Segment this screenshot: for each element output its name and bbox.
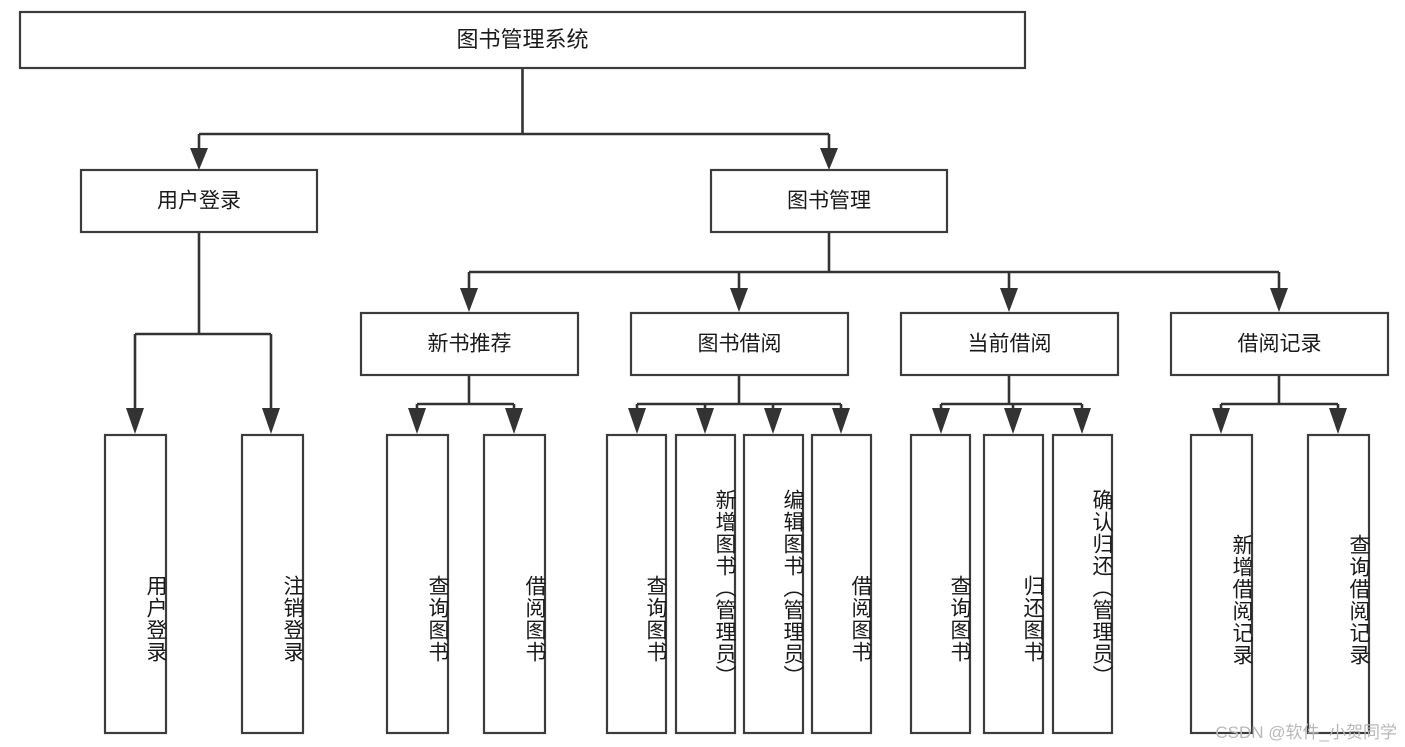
node-book-borrow-label: 图书借阅 <box>698 333 782 356</box>
node-current-borrow-box[interactable] <box>899 311 1120 377</box>
node-leaf-user-login-box[interactable] <box>103 433 168 735</box>
node-book-manage-label: 图书管理 <box>787 190 871 213</box>
node-book-manage[interactable]: 图书管理 <box>709 168 949 234</box>
arrow-head-leaf-user-login <box>126 408 144 434</box>
node-leaf-return-book-box[interactable] <box>982 433 1045 735</box>
node-leaf-add-book-box[interactable] <box>674 433 737 735</box>
node-leaf-query-record-box[interactable] <box>1306 433 1371 735</box>
arrow-head-leaf-query-book-1 <box>408 408 426 434</box>
connector-group <box>126 68 1347 434</box>
node-borrow-record[interactable]: 借阅记录 <box>1169 311 1390 377</box>
node-borrow-record-label: 借阅记录 <box>1238 333 1322 356</box>
node-user-login-box[interactable] <box>79 168 319 234</box>
node-leaf-query-book-2-box[interactable] <box>605 433 668 735</box>
node-current-borrow-label: 当前借阅 <box>968 333 1052 356</box>
node-leaf-confirm-return-box[interactable] <box>1051 433 1114 735</box>
node-book-borrow-box[interactable] <box>629 311 850 377</box>
node-title-label: 图书管理系统 <box>456 27 588 52</box>
node-book-borrow[interactable]: 图书借阅 <box>629 311 850 377</box>
leaf-box-group <box>103 433 1371 735</box>
node-borrow-record-box[interactable] <box>1169 311 1390 377</box>
arrow-head-book-borrow <box>730 288 748 312</box>
arrow-head-leaf-add-book <box>696 408 714 434</box>
arrow-head-leaf-logout <box>262 408 280 434</box>
node-user-login-label: 用户登录 <box>157 190 241 213</box>
node-leaf-borrow-book-1-box[interactable] <box>482 433 547 735</box>
node-book-manage-box[interactable] <box>709 168 949 234</box>
arrow-head-new-book-recommend <box>460 288 478 312</box>
node-leaf-add-record-box[interactable] <box>1189 433 1254 735</box>
arrow-head-leaf-return-book <box>1004 408 1022 434</box>
node-new-book-recommend-box[interactable] <box>359 311 580 377</box>
node-user-login[interactable]: 用户登录 <box>79 168 319 234</box>
node-leaf-query-book-3-box[interactable] <box>909 433 972 735</box>
node-current-borrow[interactable]: 当前借阅 <box>899 311 1120 377</box>
node-new-book-recommend[interactable]: 新书推荐 <box>359 311 580 377</box>
node-title-box[interactable] <box>18 10 1027 70</box>
arrow-head-leaf-edit-book <box>764 408 782 434</box>
node-leaf-borrow-book-2-box[interactable] <box>810 433 873 735</box>
node-leaf-edit-book-box[interactable] <box>742 433 805 735</box>
arrow-head-userlogin <box>190 148 208 170</box>
arrow-head-borrow-record <box>1270 288 1288 312</box>
arrow-head-leaf-borrow-book-1 <box>505 408 523 434</box>
arrow-head-leaf-query-book-3 <box>932 408 950 434</box>
node-title[interactable]: 图书管理系统 <box>18 10 1027 70</box>
arrow-head-leaf-query-book-2 <box>628 408 646 434</box>
arrow-head-bookmanage <box>820 148 838 170</box>
arrow-head-leaf-confirm-return <box>1073 408 1091 434</box>
node-leaf-query-book-1-box[interactable] <box>385 433 450 735</box>
node-new-book-recommend-label: 新书推荐 <box>428 333 512 356</box>
arrow-head-leaf-borrow-book-2 <box>832 408 850 434</box>
node-leaf-logout-box[interactable] <box>240 433 305 735</box>
arrow-head-leaf-query-record <box>1329 408 1347 434</box>
arrow-head-current-borrow <box>1000 288 1018 312</box>
csdn-watermark: CSDN @软件_小贺同学 <box>1215 723 1397 742</box>
arrow-head-leaf-add-record <box>1212 408 1230 434</box>
